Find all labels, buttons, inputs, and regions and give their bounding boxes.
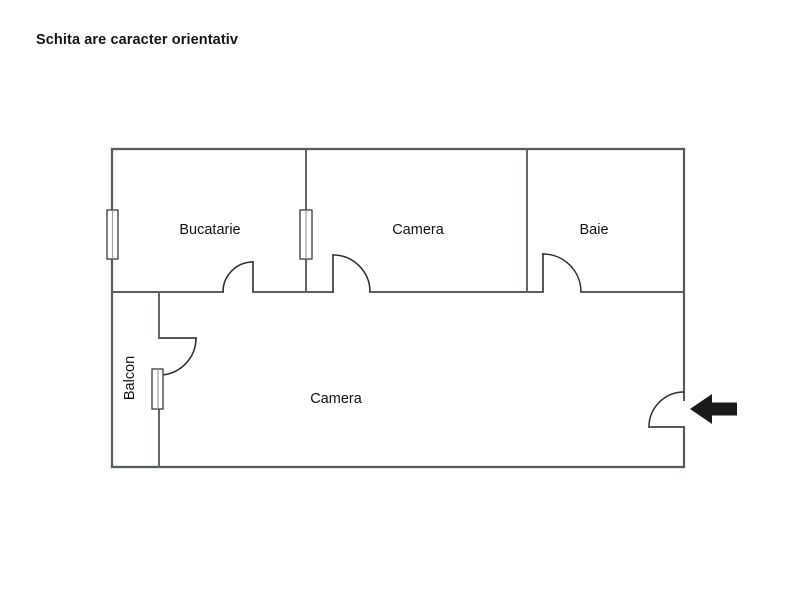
page-title: Schita are caracter orientativ (36, 32, 239, 48)
doors (158, 253, 685, 428)
outer-walls (110, 147, 686, 469)
interior-walls (111, 148, 685, 468)
door-baie-arc (542, 253, 582, 293)
window-bucatarie-exterior (106, 209, 119, 260)
door-baie[interactable] (542, 253, 582, 293)
door-entrance-arc (648, 391, 685, 428)
door-balcon[interactable] (158, 337, 197, 376)
door-bucatarie[interactable] (222, 261, 254, 293)
entrance-arrow (690, 394, 737, 424)
window-camera-interior (299, 209, 313, 260)
door-balcon-arc (158, 337, 197, 376)
door-camera-top[interactable] (332, 254, 371, 293)
entrance-arrow-glyph (690, 394, 737, 424)
room-label-bucatarie: Bucatarie (179, 222, 240, 238)
door-camera-top-arc (332, 254, 371, 293)
room-label-camera-top: Camera (392, 222, 445, 238)
window-balcon (151, 368, 164, 410)
room-label-camera-main: Camera (310, 391, 363, 407)
room-label-baie: Baie (579, 222, 608, 238)
door-entrance[interactable] (648, 391, 685, 428)
door-bucatarie-arc (222, 261, 254, 293)
room-label-balcon: Balcon (122, 356, 138, 400)
windows (106, 209, 313, 410)
room-labels: Bucatarie Camera Baie Camera Balcon (122, 222, 609, 407)
